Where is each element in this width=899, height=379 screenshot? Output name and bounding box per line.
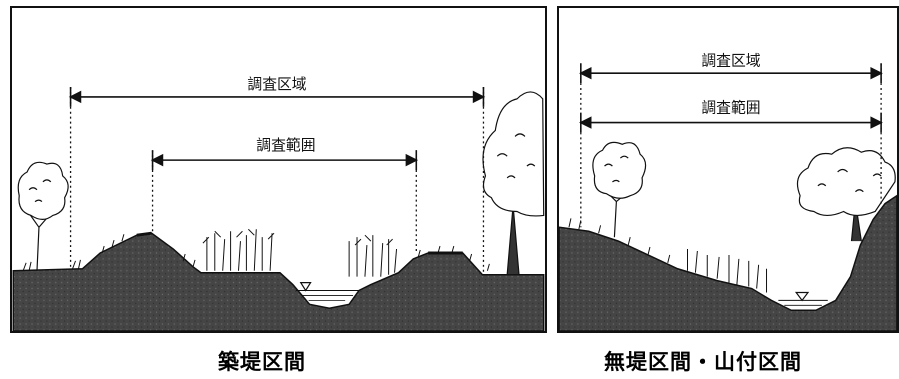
no-levee-section-diagram: 調査区域 調査範囲	[557, 6, 899, 333]
tree-left	[17, 161, 69, 271]
survey-range-arrow	[579, 112, 883, 133]
tree-left	[592, 141, 647, 238]
survey-area-label: 調査区域	[701, 52, 760, 69]
survey-area-label: 調査区域	[247, 76, 306, 93]
no-levee-section-caption: 無堤区間・山付区間	[604, 350, 802, 374]
survey-range-label: 調査範囲	[701, 99, 760, 117]
ground-profile	[559, 194, 897, 331]
reeds	[202, 228, 398, 277]
water-level-symbol	[794, 291, 810, 302]
survey-area-arrow	[68, 87, 486, 107]
grass-tufts	[22, 234, 490, 271]
survey-range-arrow	[150, 150, 419, 170]
ground-profile	[12, 232, 545, 331]
levee-left-crest	[136, 231, 152, 237]
tree-right	[796, 147, 896, 242]
no-levee-cross-section-illustration: 調査区域 調査範囲	[559, 52, 897, 331]
tree-right	[482, 91, 545, 276]
boundary-lines	[69, 87, 485, 273]
survey-range-label: 調査範囲	[256, 136, 315, 154]
levee-cross-section-illustration: 調査区域 調査範囲	[12, 76, 545, 331]
levee-section-caption: 築堤区間	[218, 350, 306, 374]
levee-section-diagram: 調査区域 調査範囲	[10, 6, 547, 333]
reeds	[568, 218, 768, 293]
survey-area-arrow	[579, 63, 883, 84]
boundary-lines	[580, 63, 882, 228]
water-level-symbol	[299, 282, 312, 292]
